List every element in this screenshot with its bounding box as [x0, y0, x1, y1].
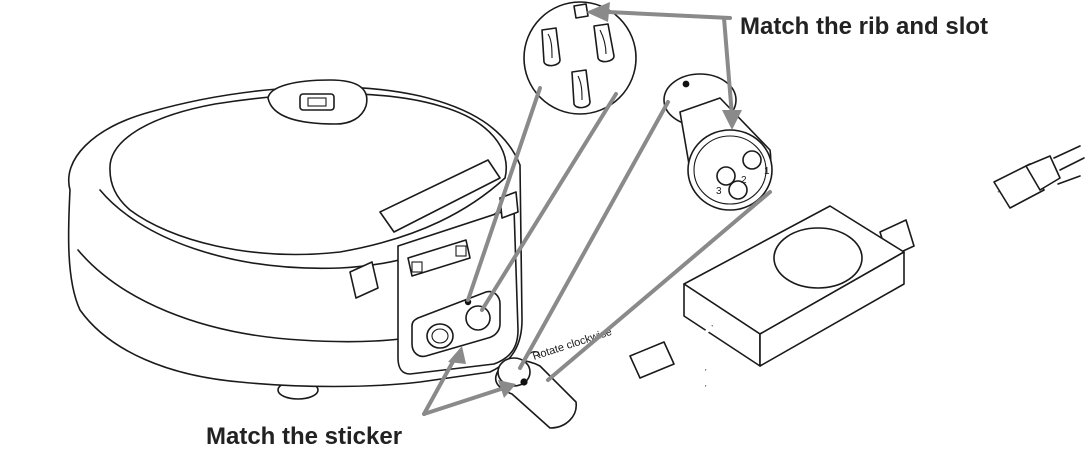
plug-connector: 3 2 1 [663, 73, 773, 211]
sticker-label: Match the sticker [206, 423, 402, 450]
rib-slot-label: Match the rib and slot [740, 13, 988, 40]
pin-number-3: 3 [716, 186, 722, 197]
socket-zoom-view [523, 1, 637, 115]
appliance-body [67, 79, 523, 400]
pin-number-2: 2 [741, 175, 747, 186]
callout-arrowheads [448, 2, 742, 398]
power-adapter [494, 145, 1085, 429]
pin-number-1: 1 [764, 166, 770, 177]
callout-lines [422, 10, 772, 416]
